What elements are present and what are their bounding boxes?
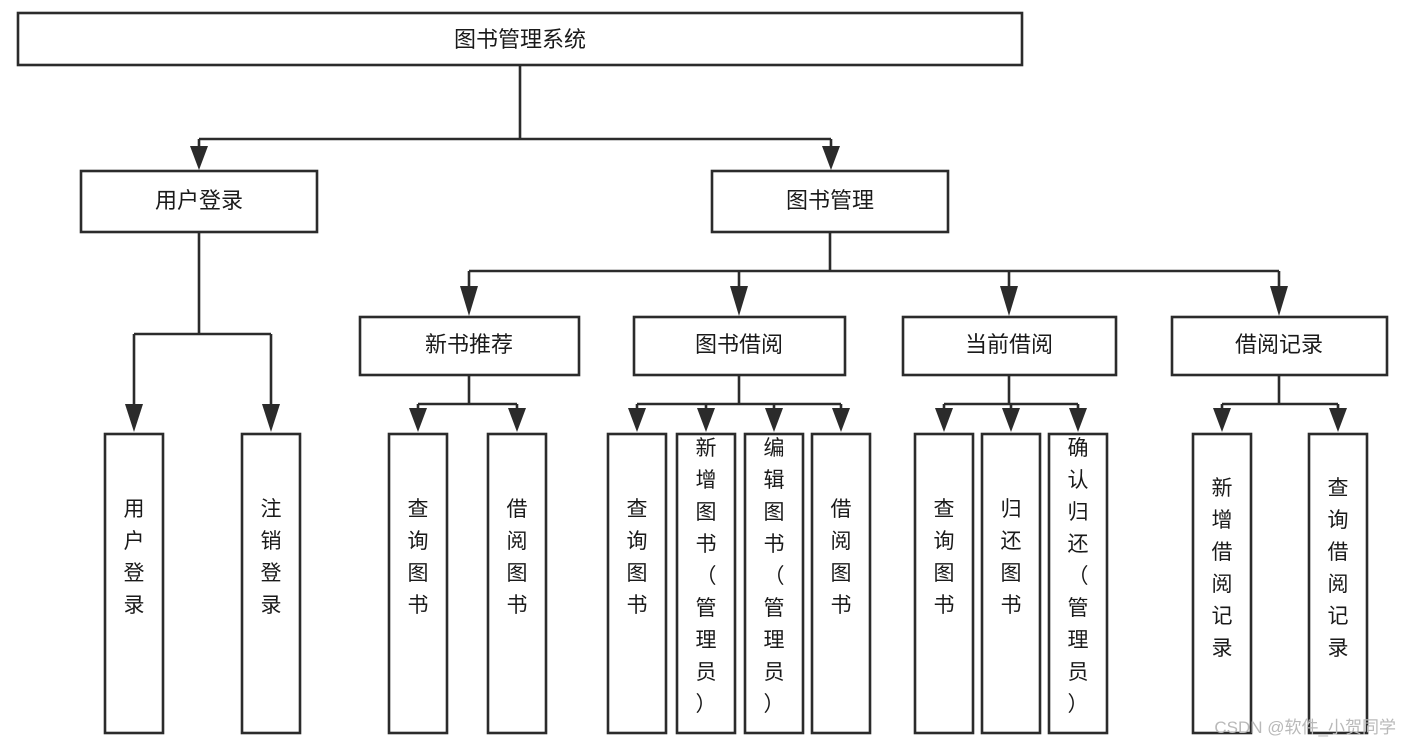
leaf-query-book-1-label: 查询图书: [408, 498, 429, 617]
leaf-query-book-1-box[interactable]: [387, 432, 449, 735]
arrow-to-current-borrow: [1000, 286, 1018, 316]
leaf-borrow-book-1-box[interactable]: [486, 432, 548, 735]
node-root[interactable]: 图书管理系统: [16, 11, 1024, 67]
node-borrow-record-box[interactable]: [1170, 315, 1389, 377]
node-borrow-record-label: 借阅记录: [1235, 332, 1323, 357]
arrow-to-book-borrow: [730, 286, 748, 316]
leaf-add-record-box[interactable]: [1191, 432, 1253, 735]
leaf-borrow-book-2[interactable]: 借阅图书: [810, 432, 872, 735]
leaf-logout-login-label: 注销登录: [261, 498, 282, 617]
leaf-borrow-book-1-label: 借阅图书: [507, 498, 528, 617]
arrow-to-leaf-borrow-book-2: [832, 408, 850, 432]
leaf-return-book[interactable]: 归还图书: [980, 432, 1042, 735]
leaf-query-record[interactable]: 查询借阅记录: [1307, 432, 1369, 735]
node-current-borrow[interactable]: 当前借阅: [901, 315, 1118, 377]
arrow-to-leaf-confirm-return: [1069, 408, 1087, 432]
node-book-borrow[interactable]: 图书借阅: [632, 315, 847, 377]
arrow-to-leaf-query-book-3: [935, 408, 953, 432]
leaf-add-record[interactable]: 新增借阅记录: [1191, 432, 1253, 735]
arrow-to-leaf-logout-login: [262, 404, 280, 432]
leaf-query-book-1[interactable]: 查询图书: [387, 432, 449, 735]
node-book-management-box[interactable]: [710, 169, 950, 234]
leaf-confirm-return[interactable]: 确认归还（管理员）: [1047, 432, 1109, 735]
arrow-to-leaf-query-book-1: [409, 408, 427, 432]
leaf-return-book-box[interactable]: [980, 432, 1042, 735]
node-new-book-recommend-label: 新书推荐: [425, 332, 513, 357]
leaf-logout-login-box[interactable]: [240, 432, 302, 735]
leaf-confirm-return-label: 确认归还（管理员）: [1068, 437, 1089, 716]
leaf-add-book-label: 新增图书（管理员）: [696, 437, 717, 716]
leaf-edit-book-box[interactable]: [743, 432, 805, 735]
arrow-to-leaf-edit-book: [765, 408, 783, 432]
leaf-query-book-3-label: 查询图书: [934, 498, 955, 617]
node-book-borrow-box[interactable]: [632, 315, 847, 377]
node-current-borrow-box[interactable]: [901, 315, 1118, 377]
leaf-query-record-label: 查询借阅记录: [1328, 477, 1349, 660]
leaf-query-book-2[interactable]: 查询图书: [606, 432, 668, 735]
node-new-book-recommend[interactable]: 新书推荐: [358, 315, 581, 377]
arrow-to-leaf-add-record: [1213, 408, 1231, 432]
arrow-to-book-management: [822, 146, 840, 170]
leaf-logout-login[interactable]: 注销登录: [240, 432, 302, 735]
leaf-edit-book[interactable]: 编辑图书（管理员）: [743, 432, 805, 735]
leaf-return-book-label: 归还图书: [1001, 498, 1022, 617]
leaf-user-login[interactable]: 用户登录: [103, 432, 165, 735]
leaf-user-login-label: 用户登录: [124, 498, 145, 617]
leaf-add-record-label: 新增借阅记录: [1212, 477, 1233, 660]
arrow-to-leaf-user-login: [125, 404, 143, 432]
arrow-to-user-login: [190, 146, 208, 170]
arrow-to-leaf-query-book-2: [628, 408, 646, 432]
leaf-borrow-book-2-label: 借阅图书: [831, 498, 852, 617]
leaf-borrow-book-1[interactable]: 借阅图书: [486, 432, 548, 735]
leaf-edit-book-label: 编辑图书（管理员）: [764, 437, 785, 716]
arrow-to-leaf-borrow-book-1: [508, 408, 526, 432]
node-current-borrow-label: 当前借阅: [965, 332, 1053, 357]
arrow-to-borrow-record: [1270, 286, 1288, 316]
node-book-management[interactable]: 图书管理: [710, 169, 950, 234]
arrow-to-leaf-add-book: [697, 408, 715, 432]
leaf-query-record-box[interactable]: [1307, 432, 1369, 735]
leaf-query-book-3-box[interactable]: [913, 432, 975, 735]
node-root-box[interactable]: [16, 11, 1024, 67]
node-book-management-label: 图书管理: [786, 188, 874, 213]
arrow-to-leaf-query-record: [1329, 408, 1347, 432]
node-borrow-record[interactable]: 借阅记录: [1170, 315, 1389, 377]
csdn-watermark: CSDN @软件_小贺同学: [1214, 718, 1396, 737]
leaf-user-login-box[interactable]: [103, 432, 165, 735]
leaf-query-book-2-label: 查询图书: [627, 498, 648, 617]
leaf-add-book-box[interactable]: [675, 432, 737, 735]
leaf-query-book-2-box[interactable]: [606, 432, 668, 735]
leaf-confirm-return-box[interactable]: [1047, 432, 1109, 735]
leaf-query-book-3[interactable]: 查询图书: [913, 432, 975, 735]
node-user-login-label: 用户登录: [155, 188, 243, 213]
node-root-label: 图书管理系统: [454, 27, 586, 52]
node-new-book-recommend-box[interactable]: [358, 315, 581, 377]
arrow-to-leaf-return-book: [1002, 408, 1020, 432]
arrow-to-new-book-recommend: [460, 286, 478, 316]
node-user-login[interactable]: 用户登录: [79, 169, 319, 234]
leaf-borrow-book-2-box[interactable]: [810, 432, 872, 735]
leaf-add-book[interactable]: 新增图书（管理员）: [675, 432, 737, 735]
node-book-borrow-label: 图书借阅: [695, 332, 783, 357]
